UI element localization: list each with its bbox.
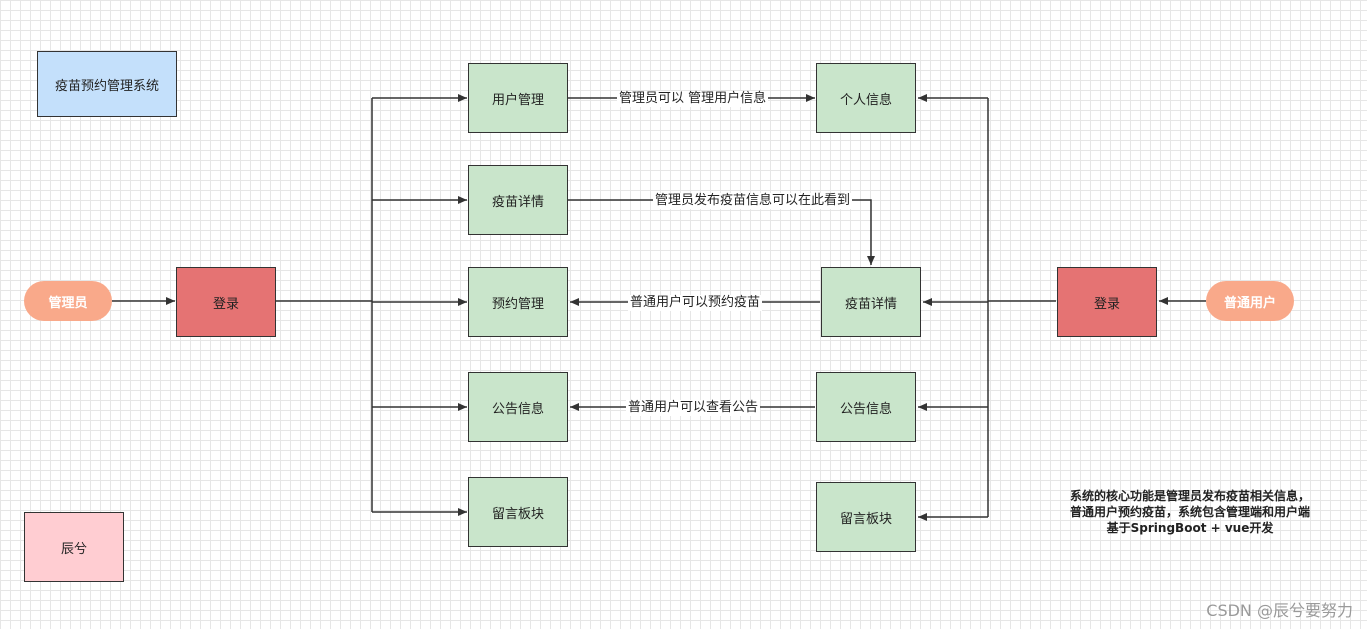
- admin-message-box: 留言板块: [468, 477, 568, 547]
- edge-label-publish-vaccine: 管理员发布疫苗信息可以在此看到: [653, 193, 853, 209]
- user-notice-box: 公告信息: [816, 372, 916, 442]
- edge-label-user-view-notice: 普通用户可以查看公告: [626, 400, 761, 416]
- admin-vaccine-detail-box: 疫苗详情: [468, 165, 568, 235]
- admin-booking-mgmt-box: 预约管理: [468, 267, 568, 337]
- admin-login-box: 登录: [176, 267, 276, 337]
- user-message-box: 留言板块: [816, 482, 916, 552]
- note-line-2: 普通用户预约疫苗，系统包含管理端和用户端: [1069, 505, 1310, 519]
- user-actor: 普通用户: [1206, 281, 1294, 321]
- watermark: CSDN @辰兮要努力: [1206, 601, 1353, 620]
- edge-label-user-book: 普通用户可以预约疫苗: [628, 295, 763, 311]
- admin-notice-box: 公告信息: [468, 372, 568, 442]
- admin-actor: 管理员: [24, 281, 112, 321]
- system-title-box: 疫苗预约管理系统: [37, 51, 177, 117]
- edge-vaccine-to-user-vaccine: [568, 199, 875, 265]
- user-vaccine-detail-box: 疫苗详情: [821, 267, 921, 337]
- note-line-3: 基于SpringBoot + vue开发: [1106, 521, 1274, 535]
- user-login-box: 登录: [1057, 267, 1157, 337]
- user-profile-box: 个人信息: [816, 63, 916, 133]
- note-line-1: 系统的核心功能是管理员发布疫苗相关信息，: [1069, 489, 1310, 503]
- system-description-note: 系统的核心功能是管理员发布疫苗相关信息， 普通用户预约疫苗，系统包含管理端和用户…: [1030, 488, 1350, 536]
- edge-label-manage-users: 管理员可以 管理用户信息: [617, 91, 769, 107]
- author-box: 辰兮: [24, 512, 124, 582]
- admin-user-mgmt-box: 用户管理: [468, 63, 568, 133]
